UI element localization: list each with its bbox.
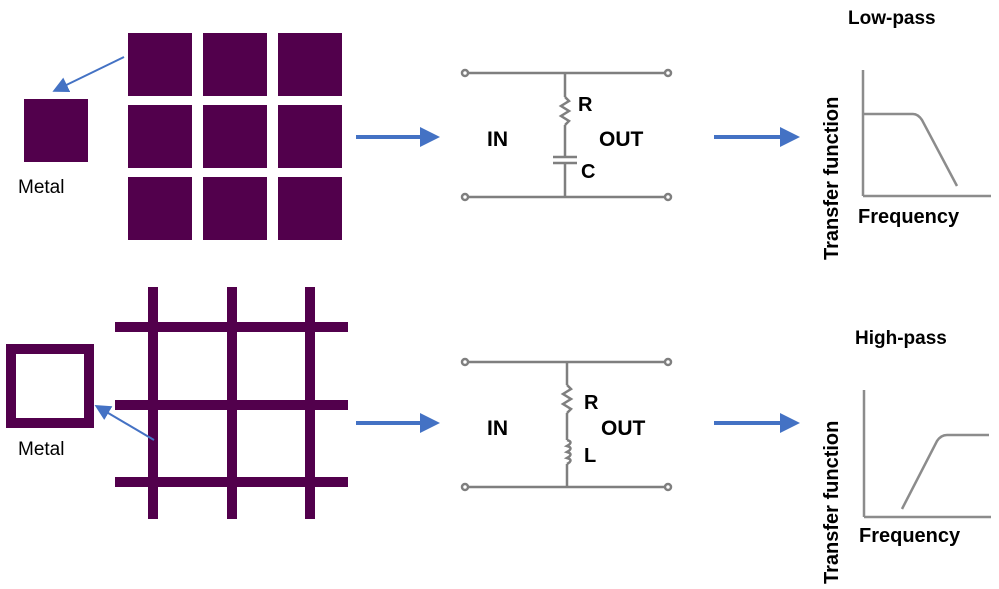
highpass-xlabel: Frequency: [859, 525, 961, 547]
metal-patch-unit: [24, 99, 88, 162]
in-label: IN: [487, 417, 508, 440]
highpass-ylabel: Transfer function: [821, 421, 843, 584]
out-label: OUT: [601, 417, 646, 440]
rc-circuit: [460, 68, 673, 202]
metal-label: Metal: [18, 439, 64, 460]
metal-loop-unit: [6, 344, 94, 428]
highpass-plot: [862, 390, 991, 519]
resistor-label: R: [584, 392, 599, 414]
lowpass-curve: [863, 112, 959, 187]
capacitor-label: C: [581, 161, 595, 183]
in-label: IN: [487, 128, 508, 151]
resistor-label: R: [578, 94, 593, 116]
lowpass-plot: [861, 70, 991, 198]
resistor-symbol: [558, 96, 572, 126]
highpass-curve: [900, 433, 989, 510]
rl-circuit: [460, 357, 673, 492]
loop-grid: [115, 287, 348, 519]
inductor-label: L: [584, 445, 596, 467]
inductor-symbol: [563, 438, 572, 466]
metal-label: Metal: [18, 177, 64, 198]
highpass-title: High-pass: [855, 328, 947, 349]
out-label: OUT: [599, 128, 644, 151]
lowpass-title: Low-pass: [848, 8, 936, 29]
lowpass-ylabel: Transfer function: [821, 97, 843, 260]
resistor-symbol: [560, 384, 574, 414]
patch-array: [128, 33, 342, 240]
pointer-arrow: [94, 404, 155, 441]
lowpass-xlabel: Frequency: [858, 206, 960, 228]
pointer-arrow: [52, 56, 125, 92]
